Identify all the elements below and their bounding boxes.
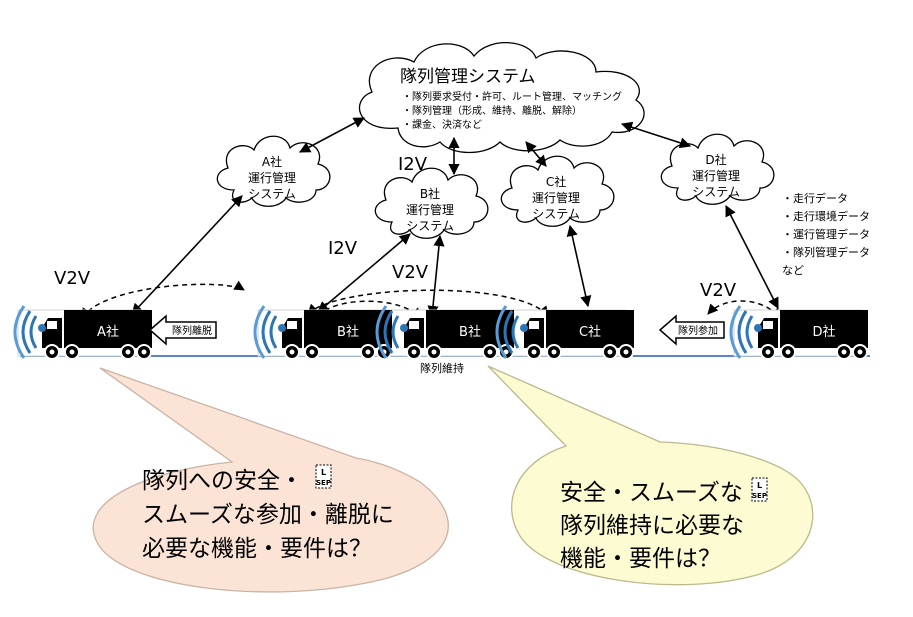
- c-system-line-3: システム: [532, 207, 580, 221]
- d-system-cloud: D社 運行管理 システム: [660, 133, 775, 205]
- truck-c-label: C社: [579, 324, 601, 340]
- b-system-cloud: B社 運行管理 システム: [374, 167, 489, 239]
- link-central-c: [525, 141, 547, 167]
- c-system-cloud: C社 運行管理 システム: [500, 155, 615, 227]
- right-callout-line-2: 隊列維持に必要な: [560, 513, 744, 539]
- truck-d: D社: [729, 304, 870, 361]
- left-callout-line-3: 必要な機能・要件は？: [142, 536, 372, 562]
- i2v-left-label: I2V: [328, 238, 358, 259]
- leave-arrow-label: 隊列離脱: [172, 324, 212, 337]
- a-system-line-2: 運行管理: [248, 170, 296, 185]
- central-system-title: 隊列管理システム: [400, 67, 536, 87]
- v2v-left-label: V2V: [54, 268, 91, 289]
- central-system-bullet-3: ・課金、決済など: [402, 118, 482, 131]
- link-a-truck: [131, 195, 243, 315]
- sep-mark-right-bottom: SEP: [752, 492, 767, 500]
- b-system-line-2: 運行管理: [406, 202, 454, 217]
- sep-mark-right: L SEP: [751, 477, 768, 502]
- system-connections: [131, 117, 779, 318]
- sep-mark-left: L SEP: [315, 464, 332, 489]
- v2v-right-label: V2V: [700, 280, 737, 301]
- right-callout-line-3: 機能・要件は？: [560, 546, 721, 572]
- join-arrow-label: 隊列参加: [678, 324, 718, 337]
- left-callout: 隊列への安全・ スムーズな参加・離脱に 必要な機能・要件は？ L SEP: [92, 367, 449, 593]
- sep-mark-right-top: L: [757, 481, 762, 490]
- truck-b1-label: B社: [337, 324, 359, 340]
- left-callout-line-2: スムーズな参加・離脱に: [142, 502, 394, 528]
- c-system-line-2: 運行管理: [532, 190, 580, 205]
- link-c-truck: [566, 224, 592, 308]
- link-d-truck: [725, 205, 779, 309]
- a-system-line-1: A社: [262, 154, 282, 169]
- data-list-item-2: ・走行環境データ: [782, 209, 870, 223]
- central-system-bullet-1: ・隊列要求受付・許可、ルート管理、マッチング: [402, 90, 622, 103]
- central-system-cloud: 隊列管理システム ・隊列要求受付・許可、ルート管理、マッチング ・隊列管理（形成…: [358, 42, 645, 154]
- truck-b2: B社: [375, 304, 516, 361]
- link-b-truck1: [317, 233, 411, 313]
- central-system-bullet-2: ・隊列管理（形成、維持、離脱、解除）: [402, 104, 582, 117]
- right-callout-line-1: 安全・スムーズな: [560, 480, 743, 506]
- b-system-line-3: システム: [406, 219, 454, 233]
- truck-b1: B社: [253, 304, 394, 361]
- right-callout: 安全・スムーズな 隊列維持に必要な 機能・要件は？ L SEP: [487, 365, 814, 586]
- sep-mark-left-bottom: SEP: [316, 479, 331, 487]
- sep-mark-left-top: L: [321, 468, 326, 477]
- data-list: ・走行データ ・走行環境データ ・運行管理データ ・隊列管理データ など: [782, 191, 870, 277]
- v2v-middle-label: V2V: [392, 262, 429, 283]
- link-b-truck2: [427, 234, 445, 318]
- data-list-item-4: ・隊列管理データ: [782, 245, 870, 259]
- truck-c: C社: [495, 304, 636, 361]
- v2v-arc-d: [707, 300, 781, 319]
- link-central-a: [299, 117, 365, 153]
- d-system-line-3: システム: [692, 185, 740, 199]
- c-system-line-1: C社: [546, 174, 566, 189]
- a-system-line-3: システム: [248, 187, 296, 201]
- join-arrow: 隊列参加: [658, 314, 725, 346]
- d-system-line-1: D社: [705, 152, 726, 167]
- platoon-label: 隊列維持: [420, 361, 464, 375]
- a-system-cloud: A社 運行管理 システム: [216, 135, 331, 207]
- data-list-item-1: ・走行データ: [782, 191, 848, 205]
- truck-d-label: D社: [812, 324, 835, 340]
- link-central-d: [620, 121, 692, 149]
- truck-b2-label: B社: [459, 324, 481, 340]
- truck-a-label: A社: [97, 324, 119, 340]
- d-system-line-2: 運行管理: [692, 168, 740, 183]
- i2v-top-label: I2V: [398, 154, 428, 175]
- b-system-line-1: B社: [420, 186, 440, 201]
- data-list-item-5: など: [782, 264, 804, 277]
- data-list-item-3: ・運行管理データ: [782, 227, 870, 241]
- left-callout-line-1: 隊列への安全・: [142, 468, 303, 494]
- leave-arrow: 隊列離脱: [148, 314, 217, 346]
- v2v-arc-b-c: [307, 289, 549, 317]
- truck-a: A社: [13, 304, 154, 361]
